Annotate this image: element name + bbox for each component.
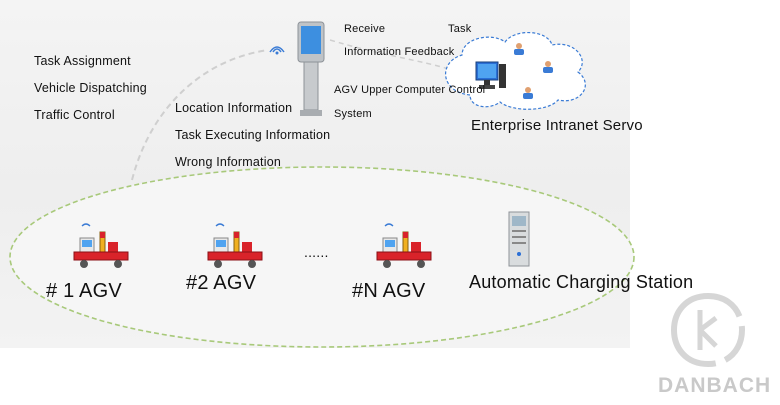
agv-zone-ellipse <box>9 166 635 348</box>
agv-vehicle-icon <box>73 223 129 268</box>
upper-system-line2: System <box>334 108 372 120</box>
kiosk-terminal-icon <box>297 21 325 116</box>
upper-system-line1: AGV Upper Computer Control <box>334 84 486 96</box>
wifi-icon <box>269 46 285 55</box>
feedback-text: Information Feedback <box>344 46 455 58</box>
center-list-item-wrong-information: Wrong Information <box>175 155 281 169</box>
server-computer-icon <box>475 61 506 89</box>
intranet-cloud <box>445 31 586 110</box>
left-list-item-vehicle-dispatching: Vehicle Dispatching <box>34 81 147 95</box>
watermark-text: DANBACH <box>658 374 772 397</box>
user-icon <box>523 87 533 99</box>
agv-vehicle-icon <box>207 223 263 268</box>
center-list-item-location-information: Location Information <box>175 101 293 115</box>
charging-station-label: Automatic Charging Station <box>469 272 694 292</box>
charging-cabinet-icon <box>508 211 530 267</box>
intranet-label: Enterprise Intranet Servo <box>471 117 643 134</box>
danbach-logo-icon <box>670 293 746 367</box>
user-icon <box>514 43 524 55</box>
agv-ellipsis: ...... <box>304 244 329 260</box>
user-icon <box>543 61 553 73</box>
agv-label-1: # 1 AGV <box>46 280 122 302</box>
agv-vehicle-icon <box>376 223 432 268</box>
left-list-item-traffic-control: Traffic Control <box>34 108 115 122</box>
center-list-item-task-executing-information: Task Executing Information <box>175 128 331 142</box>
agv-label-n: #N AGV <box>352 280 426 302</box>
agv-label-2: #2 AGV <box>186 272 257 294</box>
left-list-item-task-assignment: Task Assignment <box>34 54 131 68</box>
receive-text: Receive <box>344 23 386 35</box>
task-text: Task <box>448 23 472 35</box>
wireless-link-curve <box>131 49 269 181</box>
